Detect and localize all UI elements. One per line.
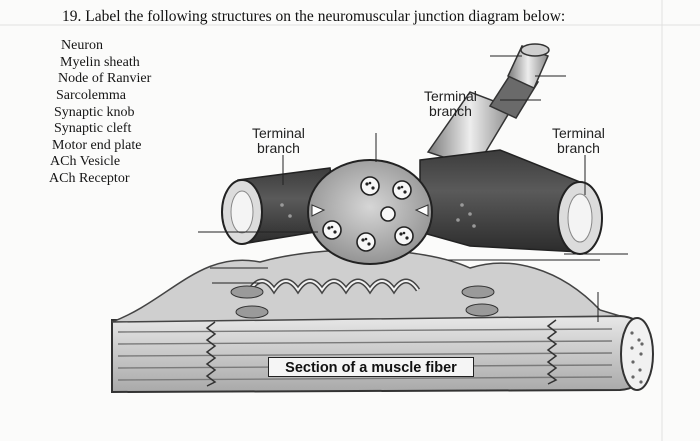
term-item: Neuron [61, 38, 103, 53]
term-item: ACh Vesicle [50, 154, 121, 169]
section-label: Section of a muscle fiber [268, 357, 474, 377]
terminal-branch-label-right: Terminal branch [552, 125, 605, 156]
leader-lines [198, 55, 628, 322]
term-item: Synaptic knob [54, 105, 135, 120]
terminal-branch-label-left: Terminal branch [252, 125, 305, 156]
term-item: Motor end plate [52, 138, 142, 153]
term-item: Sarcolemma [56, 88, 126, 103]
term-item: Synaptic cleft [54, 121, 132, 136]
term-item: Myelin sheath [60, 55, 140, 70]
term-list: Neuron Myelin sheath Node of Ranvier Sar… [48, 38, 178, 188]
muscle-fiber [111, 314, 654, 394]
question-text: 19. Label the following structures on th… [62, 8, 566, 25]
terminal-branch-label-center: Terminal branch [424, 88, 477, 119]
ach-vesicles [322, 176, 414, 252]
term-item: ACh Receptor [49, 171, 130, 186]
term-item: Node of Ranvier [58, 71, 152, 86]
terminal-branch-right [280, 149, 603, 255]
